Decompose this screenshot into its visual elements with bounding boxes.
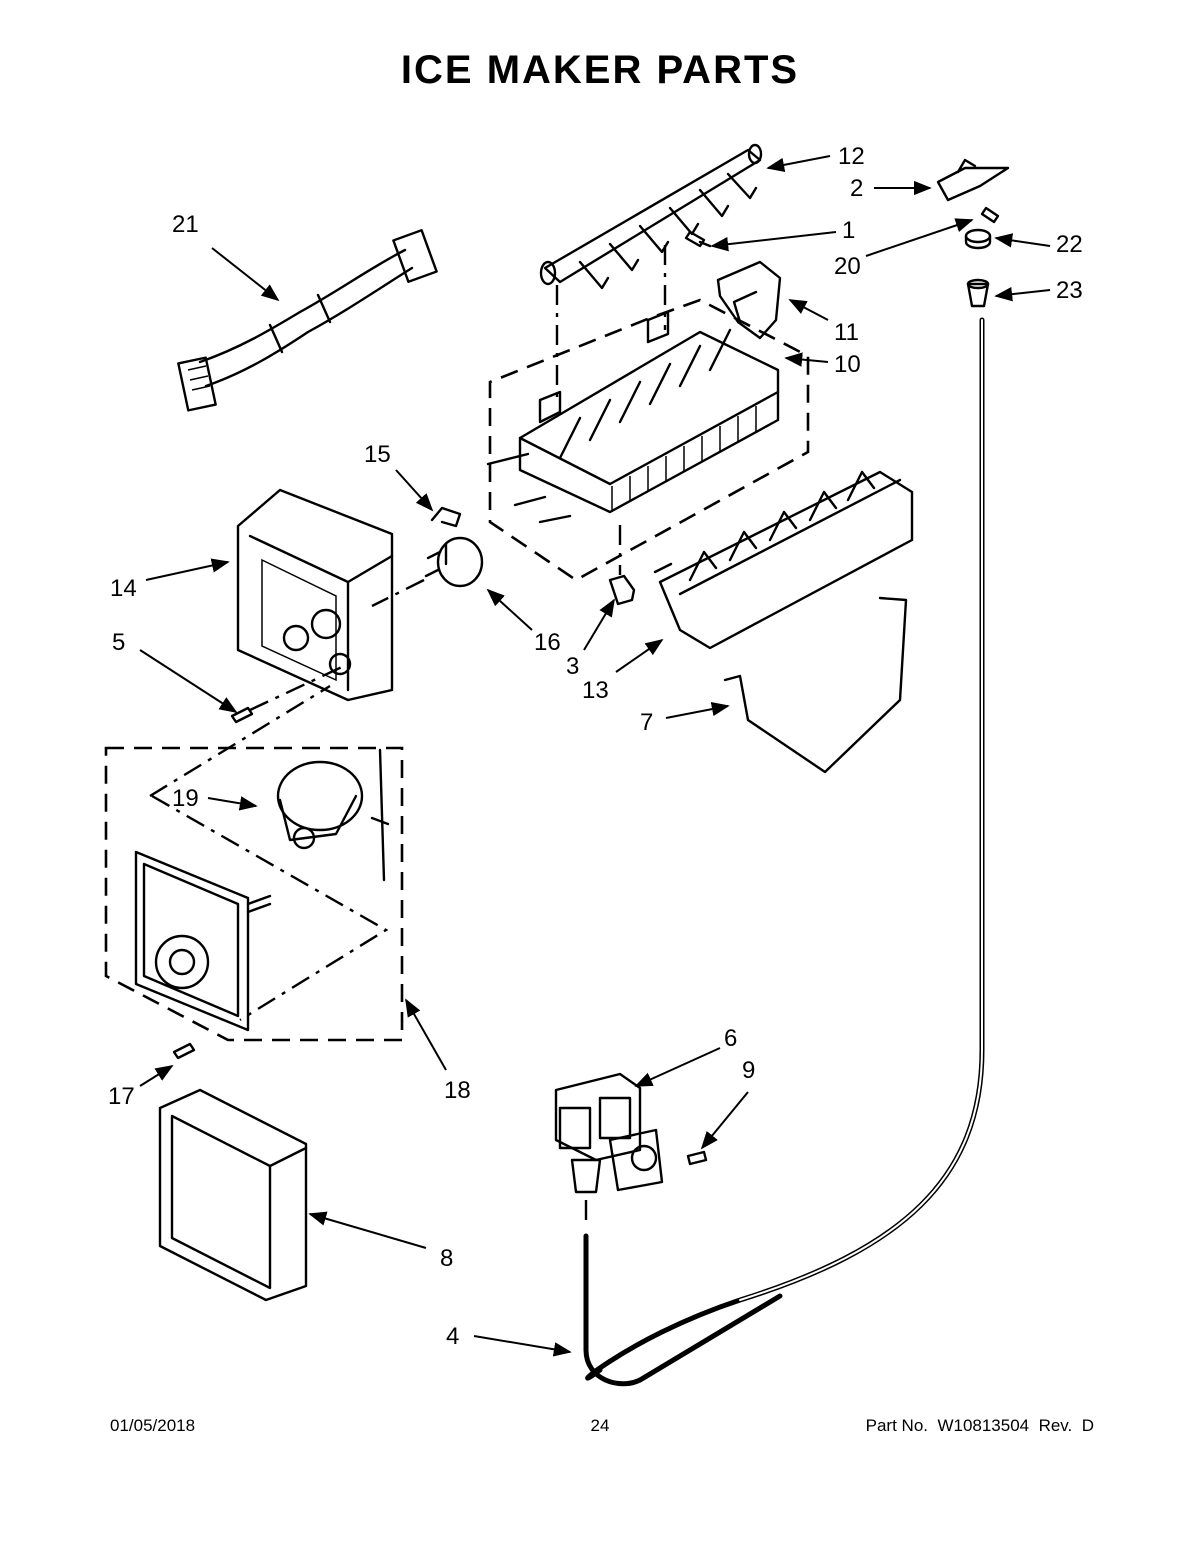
thermostat-clip-illustration	[430, 506, 462, 528]
screw-1-illustration	[684, 230, 712, 248]
callout-9: 9	[742, 1057, 755, 1084]
mold-assembly-boundary	[488, 298, 810, 582]
stripper-illustration	[653, 470, 914, 650]
callout-2: 2	[850, 175, 863, 202]
callout-3: 3	[566, 653, 579, 680]
callout-21: 21	[172, 211, 199, 238]
wire-harness-illustration	[177, 228, 438, 412]
cover-illustration	[158, 1088, 308, 1302]
clip-illustration	[608, 574, 636, 606]
bracket-illustration	[936, 158, 1010, 202]
alignment-line-module	[149, 684, 331, 798]
screw-17-illustration	[172, 1042, 196, 1060]
housing-illustration	[236, 488, 394, 702]
fill-cup-illustration	[716, 260, 782, 340]
module-plate-illustration	[134, 850, 272, 1032]
callout-20: 20	[834, 253, 861, 280]
callout-17: 17	[108, 1083, 135, 1110]
callout-1: 1	[842, 217, 855, 244]
footer-page-number: 24	[590, 1416, 610, 1435]
alignment-line-screw-5	[249, 664, 345, 712]
motor-illustration	[276, 748, 390, 882]
page-title: ICE MAKER PARTS	[400, 48, 800, 92]
callout-18: 18	[444, 1077, 471, 1104]
fill-cup-parts-illustration	[964, 228, 992, 308]
callout-6: 6	[724, 1025, 737, 1052]
callout-4: 4	[446, 1323, 459, 1350]
footer-date: 01/05/2018	[110, 1416, 196, 1435]
leader-lines	[139, 155, 1051, 1357]
callout-7: 7	[640, 709, 653, 736]
screw-5-illustration	[230, 706, 254, 724]
footer-part-number: Part No. W10813504 Rev. D	[865, 1416, 1094, 1435]
callout-8: 8	[440, 1245, 453, 1272]
callout-11: 11	[834, 319, 859, 346]
water-valve-illustration	[554, 1072, 664, 1194]
shutoff-arm-illustration	[723, 596, 908, 774]
screw-20-illustration	[980, 206, 1000, 224]
ice-mold-illustration	[486, 310, 780, 524]
callout-5: 5	[112, 629, 125, 656]
callout-16: 16	[534, 629, 561, 656]
callout-13: 13	[582, 677, 609, 704]
callout-10: 10	[834, 351, 861, 378]
water-tube-illustration	[583, 317, 985, 1387]
callout-19: 19	[172, 785, 199, 812]
module-assembly-boundary	[104, 746, 404, 1042]
thermostat-illustration	[371, 536, 484, 608]
callout-15: 15	[364, 441, 391, 468]
callout-12: 12	[838, 143, 865, 170]
callout-23: 23	[1056, 277, 1083, 304]
alignment-line-motor	[151, 794, 389, 1022]
callout-22: 22	[1056, 231, 1083, 258]
ejector-illustration	[539, 143, 763, 290]
screw-9-illustration	[686, 1150, 708, 1166]
callout-14: 14	[110, 575, 137, 602]
